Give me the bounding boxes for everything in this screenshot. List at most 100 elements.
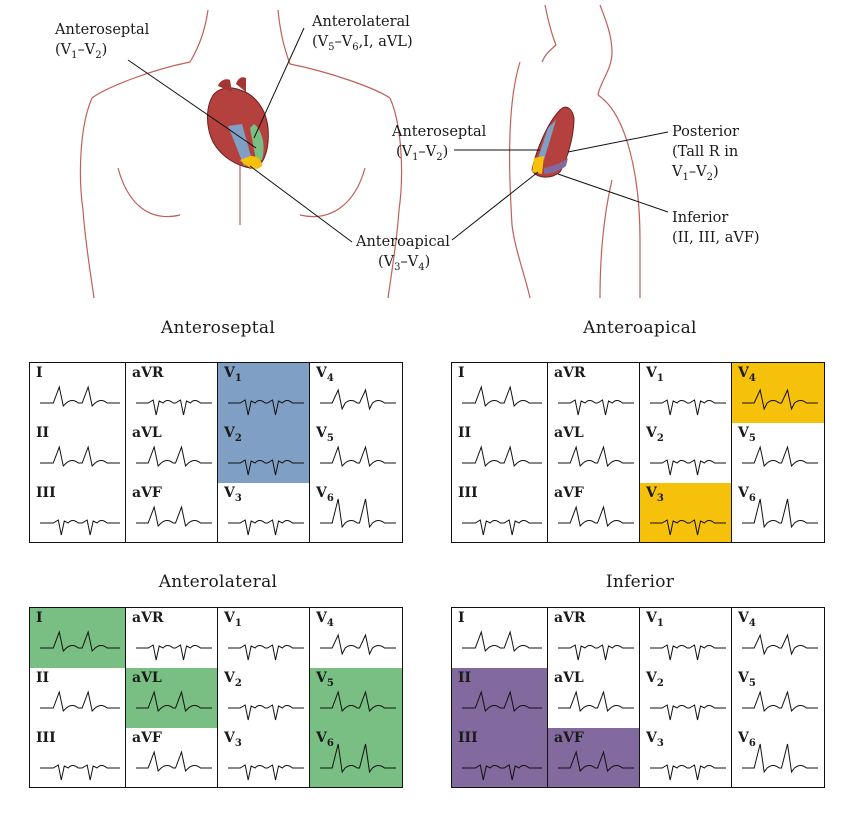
lead-cell-iii: III xyxy=(30,728,126,787)
lead-cell-v3: V3 xyxy=(640,483,732,542)
lead-label: V5 xyxy=(316,670,334,689)
ecg-trace xyxy=(320,498,396,529)
lead-cell-v5: V5 xyxy=(732,668,824,728)
ecg-trace xyxy=(228,704,304,721)
ecg-waveform xyxy=(136,445,212,468)
lead-label: II xyxy=(458,425,472,441)
lead-cell-v6: V6 xyxy=(732,483,824,542)
ecg-waveform xyxy=(462,630,542,653)
ecg-waveform xyxy=(462,385,542,408)
callout-side-posterior: Posterior (Tall R in V1–V2) xyxy=(672,124,739,183)
ecg-trace xyxy=(40,445,120,468)
ecg-waveform xyxy=(320,633,396,656)
column-divider xyxy=(731,608,733,787)
ecg-trace xyxy=(136,690,212,713)
lead-label: I xyxy=(36,365,43,381)
ecg-waveform xyxy=(742,445,818,468)
lead-cell-v2: V2 xyxy=(640,668,732,728)
ecg-waveform xyxy=(558,690,634,713)
lead-label: V6 xyxy=(738,730,756,749)
side-torso-outline xyxy=(508,4,641,299)
ecg-trace xyxy=(228,399,304,416)
lead-cell-avl: aVL xyxy=(548,668,640,728)
anatomy-illustration xyxy=(79,4,669,299)
lead-label: aVR xyxy=(132,365,164,381)
ecg-waveform xyxy=(136,690,212,713)
ecg-trace xyxy=(462,519,542,536)
ecg-trace xyxy=(228,519,304,536)
lead-cell-v1: V1 xyxy=(218,363,310,423)
ecg-trace xyxy=(650,459,726,476)
lead-cell-v6: V6 xyxy=(732,728,824,787)
ecg-trace xyxy=(40,385,120,408)
ecg-trace xyxy=(228,459,304,476)
ecg-waveform xyxy=(136,399,212,416)
lead-label: V6 xyxy=(316,485,334,504)
ecg-trace xyxy=(650,644,726,661)
ecg-waveform xyxy=(320,445,396,468)
lead-label: II xyxy=(36,670,50,686)
ecg-trace xyxy=(40,690,120,713)
ecg-waveform xyxy=(650,519,726,536)
lead-cell-avf: aVF xyxy=(548,728,640,787)
ecg-waveform xyxy=(558,644,634,661)
ecg-waveform xyxy=(40,519,120,536)
lead-cell-v6: V6 xyxy=(310,728,402,787)
ecg-waveform xyxy=(462,764,542,781)
lead-label: V4 xyxy=(316,610,334,629)
ecg-waveform xyxy=(742,388,818,411)
callout-front-anteroapical: Anteroapical (V3–V4) xyxy=(356,234,450,273)
ecg-trace xyxy=(320,633,396,656)
ecg-waveform xyxy=(228,519,304,536)
ecg-trace xyxy=(136,445,212,468)
ecg-waveform xyxy=(136,750,212,773)
lead-label: V5 xyxy=(738,425,756,444)
column-divider xyxy=(217,363,219,542)
ecg-trace xyxy=(558,690,634,713)
ecg-waveform xyxy=(650,644,726,661)
lead-cell-v1: V1 xyxy=(640,608,732,668)
ecg-trace xyxy=(558,399,634,416)
ecg-trace xyxy=(320,388,396,411)
callout-side-anteroseptal: Anteroseptal (V1–V2) xyxy=(392,124,487,163)
lead-label: III xyxy=(36,730,56,746)
column-divider xyxy=(309,363,311,542)
callout-front-anteroseptal: Anteroseptal (V1–V2) xyxy=(55,22,150,61)
ecg-trace xyxy=(558,750,634,773)
lead-cell-i: I xyxy=(30,608,126,668)
ecg-trace xyxy=(40,764,120,781)
lead-cell-v3: V3 xyxy=(640,728,732,787)
ecg-waveform xyxy=(40,690,120,713)
lead-label: aVR xyxy=(132,610,164,626)
lead-cell-v3: V3 xyxy=(218,483,310,542)
ecg-trace xyxy=(40,519,120,536)
ecg-trace xyxy=(462,690,542,713)
lead-cell-v4: V4 xyxy=(310,608,402,668)
ecg-waveform xyxy=(558,399,634,416)
lead-label: V2 xyxy=(224,670,242,689)
lead-cell-ii: II xyxy=(452,423,548,483)
lead-cell-avr: aVR xyxy=(126,608,218,668)
lead-cell-v5: V5 xyxy=(732,423,824,483)
lead-label: aVF xyxy=(132,730,162,746)
ecg-waveform xyxy=(228,764,304,781)
lead-cell-avr: aVR xyxy=(126,363,218,423)
lead-cell-v2: V2 xyxy=(640,423,732,483)
lead-label: II xyxy=(36,425,50,441)
ecg-trace xyxy=(228,764,304,781)
grid-title-anteroapical: Anteroapical xyxy=(583,318,697,338)
lead-cell-v6: V6 xyxy=(310,483,402,542)
ecg-waveform xyxy=(40,385,120,408)
column-divider xyxy=(639,608,641,787)
lead-cell-avf: aVF xyxy=(548,483,640,542)
lead-label: I xyxy=(36,610,43,626)
lead-label: V3 xyxy=(646,730,664,749)
ecg-waveform xyxy=(228,459,304,476)
lead-label: V3 xyxy=(224,730,242,749)
front-heart xyxy=(207,77,269,169)
lead-label: aVL xyxy=(132,425,162,441)
lead-cell-v3: V3 xyxy=(218,728,310,787)
lead-label: aVL xyxy=(554,670,584,686)
